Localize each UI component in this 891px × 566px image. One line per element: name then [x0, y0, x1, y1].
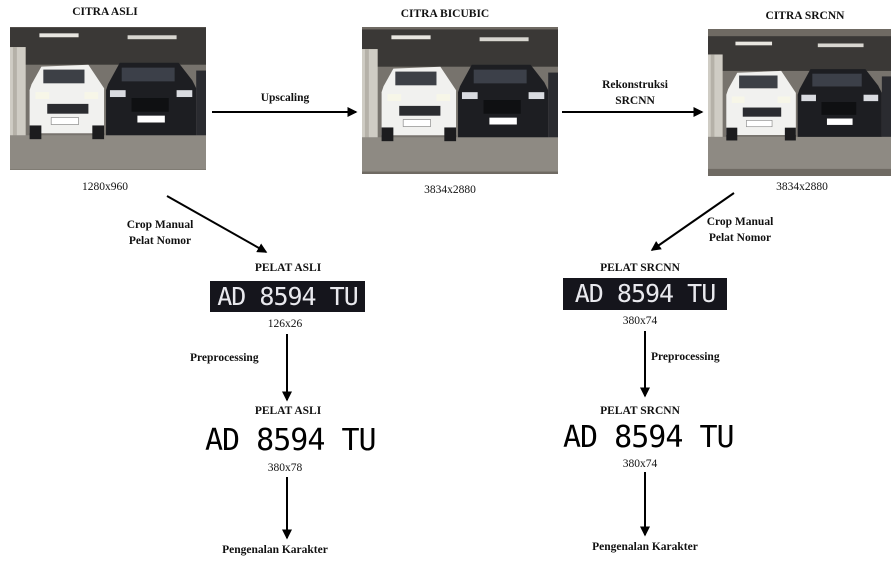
left-raw-plate-title: PELAT ASLI [254, 262, 322, 274]
original-image-size: 1280x960 [82, 181, 128, 193]
srcnn-image-title: CITRA SRCNN [765, 10, 845, 22]
right-processed-plate-title: PELAT SRCNN [600, 405, 680, 417]
srcnn-image-size: 3834x2880 [776, 181, 828, 193]
crop-right-label-line1: Crop Manual [706, 216, 774, 228]
srcnn-reconstruction-label-line1: Rekonstruksi [602, 79, 668, 91]
right-raw-plate-size: 380x74 [622, 315, 658, 327]
left-processed-plate-image: AD 8594 TU [205, 423, 377, 458]
crop-left-label-line2: Pelat Nomor [128, 235, 192, 247]
left-processed-plate-size: 380x78 [267, 462, 303, 474]
crop-left-arrow [166, 195, 268, 253]
srcnn-image [708, 29, 891, 176]
right-processed-plate-image: AD 8594 TU [563, 420, 735, 455]
right-processed-plate-size: 380x74 [622, 458, 658, 470]
bicubic-image-title: CITRA BICUBIC [400, 8, 490, 20]
left-raw-plate-size: 126x26 [267, 318, 303, 330]
right-character-recognition: Pengenalan Karakter [592, 541, 698, 553]
left-raw-plate-image: AD 8594 TU [210, 281, 365, 312]
srcnn-reconstruction-label-line2: SRCNN [615, 95, 655, 107]
crop-right-arrow [650, 192, 735, 251]
left-preprocessing-label: Preprocessing [190, 352, 259, 364]
original-image-title: CITRA ASLI [72, 6, 138, 18]
original-image [10, 27, 206, 170]
crop-right-label-line2: Pelat Nomor [708, 232, 772, 244]
right-raw-plate-title: PELAT SRCNN [600, 262, 680, 274]
crop-left-label-line1: Crop Manual [126, 219, 194, 231]
bicubic-image-size: 3834x2880 [424, 184, 476, 196]
right-preprocessing-label: Preprocessing [651, 351, 720, 363]
left-character-recognition: Pengenalan Karakter [222, 544, 328, 556]
upscaling-label: Upscaling [260, 92, 310, 104]
left-processed-plate-title: PELAT ASLI [254, 405, 322, 417]
bicubic-image [362, 27, 558, 174]
right-raw-plate-image: AD 8594 TU [563, 278, 727, 310]
